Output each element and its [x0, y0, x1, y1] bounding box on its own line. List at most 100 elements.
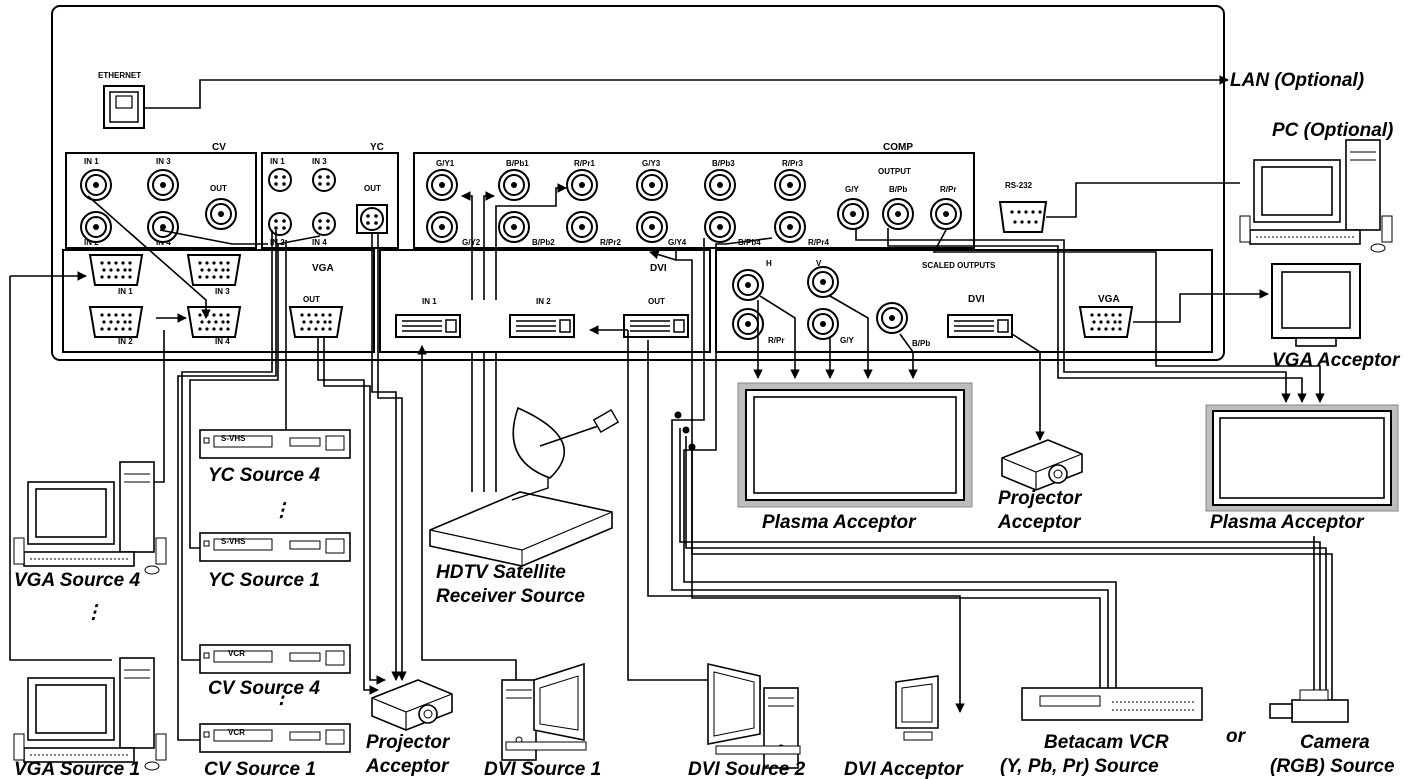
camera-caption-line1: Camera	[1300, 732, 1370, 753]
rs232-label: RS-232	[1005, 181, 1033, 190]
plasma-acceptor-2-screen	[1205, 404, 1399, 512]
vga-source-1-pc	[13, 657, 167, 771]
yc-source-1-caption: YC Source 1	[208, 570, 320, 591]
cv-ellipsis: ⋮	[272, 687, 291, 708]
dvi-in1-port[interactable]	[395, 314, 461, 338]
lan-caption: LAN (Optional)	[1230, 70, 1364, 91]
comp-top-port-label: G/Y1	[436, 159, 455, 168]
scaled-v-label: V	[816, 259, 822, 268]
comp-bpb4-port[interactable]	[704, 211, 736, 243]
comp-out-bpb-port[interactable]	[882, 198, 914, 230]
comp-rpr2-port[interactable]	[566, 211, 598, 243]
scaled-dvi-port[interactable]	[947, 314, 1013, 338]
camera-caption-line2: (RGB) Source	[1270, 756, 1395, 777]
cv-source-1-caption: CV Source 1	[204, 759, 316, 779]
hdtv-caption-line2: Receiver Source	[436, 586, 585, 607]
yc-in3-port[interactable]	[312, 168, 336, 192]
pc-optional-device	[1239, 139, 1393, 253]
comp-gy1-port[interactable]	[426, 169, 458, 201]
dvi-source-2-caption: DVI Source 2	[688, 759, 806, 779]
dvi-source-2-pc	[707, 662, 801, 769]
cv-group-frame	[65, 152, 257, 249]
cv-in3-port[interactable]	[147, 169, 179, 201]
vga-in3-label: IN 3	[215, 287, 230, 296]
comp-bottom-port-label: R/Pr4	[808, 238, 829, 247]
vga-source-4-caption: VGA Source 4	[14, 570, 140, 591]
yc-in2-label: IN 2	[270, 238, 285, 247]
scaled-gy-port[interactable]	[807, 308, 839, 340]
comp-bottom-port-label: B/Pb2	[532, 238, 555, 247]
vga-acceptor-caption: VGA Acceptor	[1272, 350, 1401, 371]
scaled-h-label: H	[766, 259, 772, 268]
yc-title: YC	[370, 142, 384, 153]
yc-ellipsis: ⋮	[272, 500, 291, 521]
pc-caption: PC (Optional)	[1272, 120, 1393, 141]
comp-gy3-port[interactable]	[636, 169, 668, 201]
comp-rpr1-port[interactable]	[566, 169, 598, 201]
betacam-caption-line1: Betacam VCR	[1044, 732, 1169, 753]
comp-gy2-port[interactable]	[426, 211, 458, 243]
vga-acceptor-monitor	[1271, 263, 1361, 347]
dvi-in2-port[interactable]	[509, 314, 575, 338]
cv-source-4-vcr	[199, 644, 351, 674]
scaled-dvi-label: DVI	[968, 294, 985, 305]
rs232-port[interactable]	[998, 201, 1048, 233]
dvi-acceptor-monitor	[895, 675, 939, 741]
yc-in1-port[interactable]	[268, 168, 292, 192]
yc-in3-label: IN 3	[312, 157, 327, 166]
cv-in3-label: IN 3	[156, 157, 171, 166]
comp-bpb2-port[interactable]	[498, 211, 530, 243]
ethernet-label: ETHERNET	[98, 71, 141, 80]
scaled-h-port[interactable]	[732, 269, 764, 301]
or-label: or	[1226, 726, 1247, 747]
vga-in4-port[interactable]	[187, 306, 241, 338]
ethernet-port[interactable]	[103, 85, 145, 129]
camera-device	[1269, 689, 1349, 723]
comp-out-gy-label: G/Y	[845, 185, 859, 194]
comp-top-port-label: R/Pr1	[574, 159, 595, 168]
projector-2-caption-line2: Acceptor	[997, 512, 1082, 533]
comp-rpr3-port[interactable]	[774, 169, 806, 201]
comp-gy4-port[interactable]	[636, 211, 668, 243]
comp-rpr4-port[interactable]	[774, 211, 806, 243]
cv-in2-port[interactable]	[80, 211, 112, 243]
comp-out-rpr-port[interactable]	[930, 198, 962, 230]
cables	[9, 75, 1333, 741]
dvi-out-port[interactable]	[623, 314, 689, 338]
vga-source-1-caption: VGA Source 1	[14, 759, 140, 779]
yc-in4-label: IN 4	[312, 238, 327, 247]
comp-out-bpb-label: B/Pb	[889, 185, 907, 194]
vga-in2-port[interactable]	[89, 306, 143, 338]
cv-in1-port[interactable]	[80, 169, 112, 201]
scaled-v-port[interactable]	[807, 266, 839, 298]
comp-output-title: OUTPUT	[878, 167, 911, 176]
plasma-acceptor-1-screen	[737, 382, 973, 508]
comp-top-port-label: R/Pr3	[782, 159, 803, 168]
comp-bottom-port-label: B/Pb4	[738, 238, 761, 247]
projector-2-caption-line1: Projector	[998, 488, 1083, 509]
comp-bpb3-port[interactable]	[704, 169, 736, 201]
scaled-bpb-port[interactable]	[876, 302, 908, 334]
yc-in4-port[interactable]	[312, 212, 336, 236]
cv-in4-port[interactable]	[147, 211, 179, 243]
vga-in1-label: IN 1	[118, 287, 133, 296]
vga-in1-port[interactable]	[89, 254, 143, 286]
yc-out-port[interactable]	[356, 204, 388, 234]
yc1-vcr-label: S-VHS	[221, 537, 246, 546]
vga-out-port[interactable]	[289, 306, 343, 338]
yc-source-4-caption: YC Source 4	[208, 465, 320, 486]
yc-out-label: OUT	[364, 184, 381, 193]
cv-out-port[interactable]	[205, 198, 237, 230]
yc-group-frame	[261, 152, 399, 249]
betacam-caption-line2: (Y, Pb, Pr) Source	[1000, 756, 1159, 777]
comp-out-rpr-label: R/Pr	[940, 185, 956, 194]
projector-1-caption-line2: Acceptor	[365, 756, 450, 777]
plasma-acceptor-1-caption: Plasma Acceptor	[762, 512, 917, 533]
comp-top-port-label: B/Pb3	[712, 159, 735, 168]
dvi-group-frame	[379, 249, 711, 353]
betacam-vcr	[1021, 687, 1203, 721]
scaled-vga-port[interactable]	[1079, 306, 1133, 338]
vga-in3-port[interactable]	[187, 254, 241, 286]
comp-bpb1-port[interactable]	[498, 169, 530, 201]
comp-out-gy-port[interactable]	[837, 198, 869, 230]
